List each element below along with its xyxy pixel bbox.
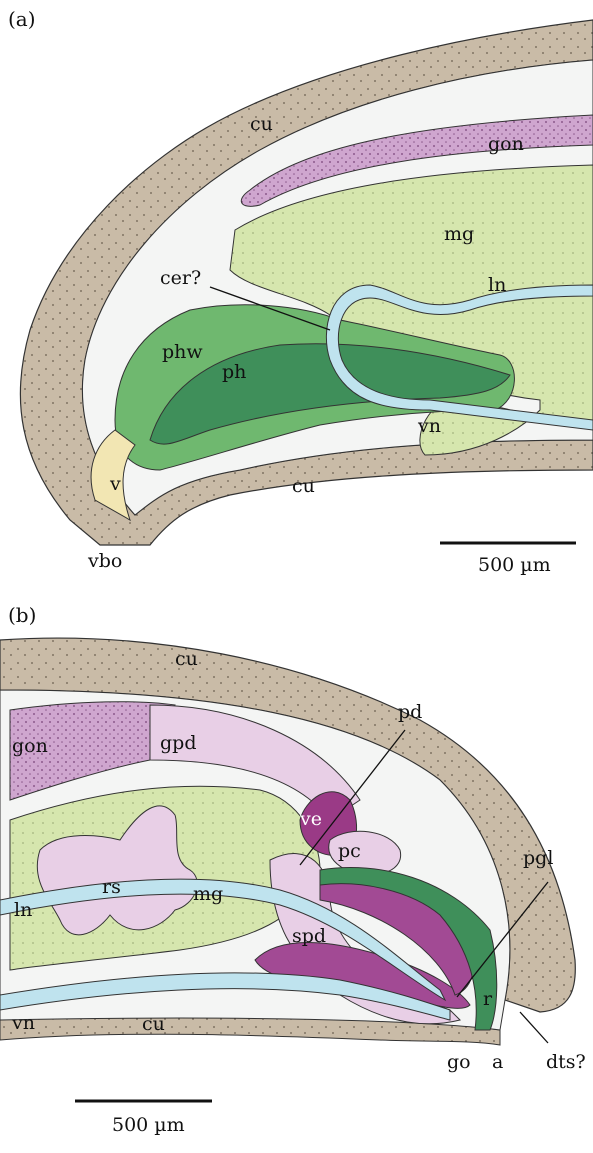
label-gpd-b: gpd [160,732,197,754]
label-gon-a: gon [488,133,524,155]
label-ph-a: ph [222,361,246,383]
label-pc-b: pc [338,840,361,862]
label-pd-b: pd [398,701,422,723]
label-vn-a: vn [417,415,441,437]
panel-a: (a) cu gon mg cer? ln phw ph vn v cu vbo… [8,7,593,576]
label-dts-b: dts? [546,1051,586,1073]
label-cu-top-a: cu [250,113,273,135]
label-gon-b: gon [12,735,48,757]
scale-label-a: 500 µm [478,554,551,576]
label-cu-top-b: cu [175,648,198,670]
label-ln-b: ln [14,899,32,921]
label-mg-a: mg [444,223,474,245]
label-r-b: r [483,988,493,1010]
label-pgl-b: pgl [523,847,553,869]
label-v-a: v [109,473,121,495]
label-go-b: go [447,1051,471,1073]
label-cu-bottom-b: cu [142,1013,165,1035]
scale-label-b: 500 µm [112,1114,185,1136]
label-vn-b: vn [11,1012,35,1034]
label-ve-b: ve [299,808,322,830]
panel-b: (b) cu pd gon gpd ve pc pgl rs ln mg spd… [0,603,586,1136]
dts-pointer-line [520,1012,548,1043]
label-spd-b: spd [292,925,326,947]
label-rs-b: rs [102,876,121,898]
label-ln-a: ln [488,274,506,296]
panel-a-id: (a) [8,7,36,31]
label-cu-bottom-a: cu [292,475,315,497]
label-cer-a: cer? [160,267,201,289]
label-mg-b: mg [193,883,223,905]
panel-b-id: (b) [8,603,36,627]
label-vbo-a: vbo [87,550,122,572]
label-phw-a: phw [162,341,203,363]
label-a-b: a [492,1051,503,1073]
